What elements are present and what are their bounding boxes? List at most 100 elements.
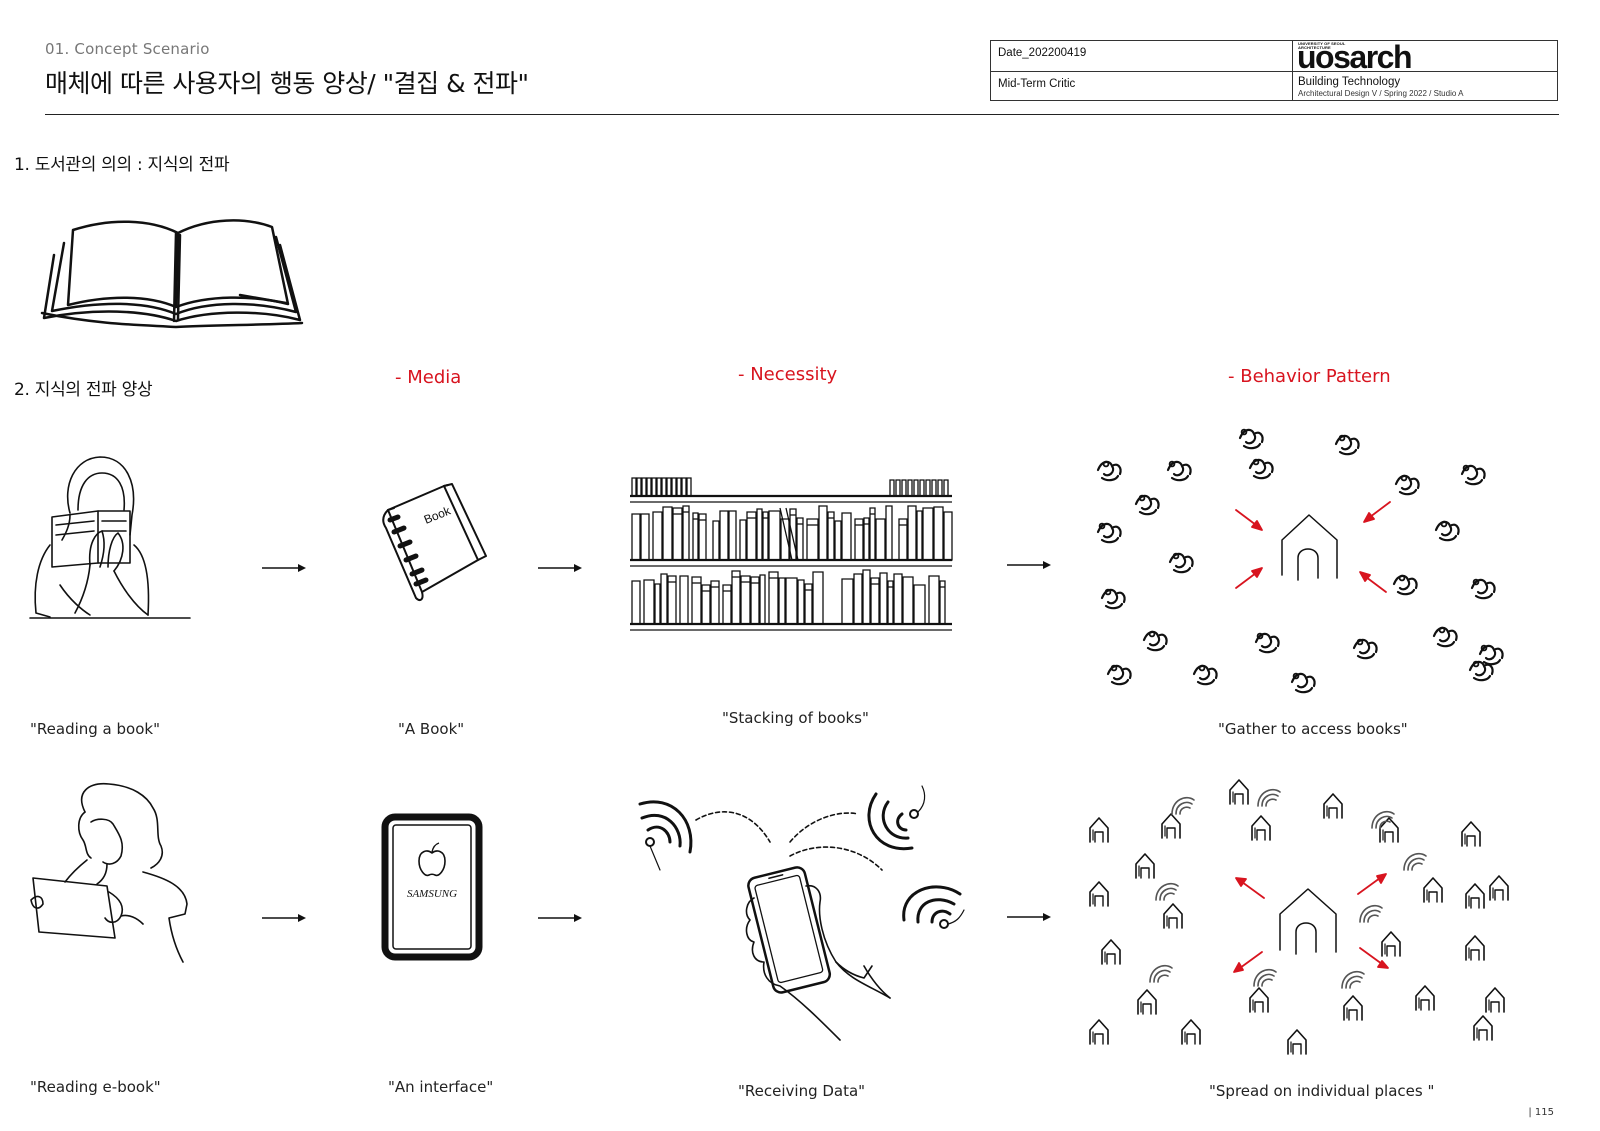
book-spine — [779, 578, 785, 624]
arrow-right-icon — [262, 914, 306, 922]
person-figure-icon — [1462, 466, 1485, 485]
small-house-icon — [1416, 986, 1434, 1010]
book-spine — [894, 574, 902, 624]
small-house-icon — [1090, 818, 1108, 842]
book-spine — [908, 506, 916, 560]
book-spine — [929, 576, 939, 624]
small-house-icon — [1230, 780, 1248, 804]
book-spine — [813, 572, 823, 624]
title-block: Date_202200419 Mid-Term Critic UNIVERSIT… — [990, 40, 1558, 101]
arrow-right-icon — [1007, 913, 1051, 921]
book-spine — [657, 478, 661, 496]
small-house-icon — [1138, 990, 1156, 1014]
small-house-icon — [1252, 816, 1270, 840]
book-spine — [663, 507, 672, 560]
wifi-signal-icon — [1404, 854, 1426, 870]
person-figure-icon — [1470, 662, 1493, 681]
book-spine — [854, 574, 862, 624]
small-house-icon — [1424, 878, 1442, 902]
section-1-heading: 1. 도서관의 의의 : 지식의 전파 — [14, 155, 230, 175]
person-figure-icon — [1394, 576, 1417, 595]
book-spine — [842, 513, 851, 560]
book-spine — [870, 508, 875, 560]
book-spine — [914, 585, 925, 624]
book-spine — [876, 519, 885, 560]
book-spine — [653, 512, 662, 560]
person-figure-icon — [1168, 462, 1191, 481]
apple-logo-icon — [419, 843, 445, 875]
book-spine — [920, 480, 924, 496]
person-figure-icon — [1336, 436, 1359, 455]
person-figure-icon — [1136, 496, 1159, 515]
book-spine — [682, 478, 686, 496]
book-spine — [667, 478, 671, 496]
open-book-icon — [40, 215, 310, 330]
person-figure-icon — [1292, 674, 1315, 693]
small-house-icon — [1462, 822, 1480, 846]
book-spine — [903, 577, 913, 624]
book-spine — [652, 478, 656, 496]
caption-receiving-data: "Receiving Data" — [738, 1082, 866, 1100]
book-spine — [677, 478, 681, 496]
house-icon — [1282, 515, 1337, 580]
small-house-icon — [1162, 814, 1180, 838]
wifi-signal-icon — [640, 802, 691, 870]
caption-a-book: "A Book" — [398, 720, 465, 738]
person-figure-icon — [1480, 646, 1503, 665]
caption-reading-book: "Reading a book" — [30, 720, 160, 738]
person-figure-icon — [1250, 460, 1273, 479]
book-spine — [641, 514, 649, 560]
title-block-vertical-divider — [1292, 41, 1293, 100]
book-spine — [807, 519, 818, 560]
book-spine — [661, 574, 667, 624]
small-house-icon — [1324, 794, 1342, 818]
media-column-label: - Media — [395, 367, 462, 388]
book-spine — [798, 580, 804, 624]
book-spine — [711, 581, 719, 624]
arrow-right-icon — [1007, 561, 1051, 569]
person-figure-icon — [1436, 522, 1459, 541]
page-number: | 115 — [1528, 1107, 1554, 1118]
book-spine — [699, 514, 706, 560]
book-spine — [757, 509, 762, 560]
wifi-signal-icon — [904, 887, 964, 928]
spread-arrows — [1234, 874, 1388, 972]
book-spine — [632, 581, 640, 624]
book-spine — [637, 478, 641, 496]
wifi-signal-icon — [1372, 812, 1394, 828]
book-spine — [864, 518, 869, 560]
person-figure-icon — [1144, 632, 1167, 651]
book-spine — [692, 577, 701, 624]
caption-reading-ebook: "Reading e-book" — [30, 1078, 161, 1096]
title-block-horizontal-divider — [991, 71, 1557, 72]
book-spine — [934, 507, 943, 560]
book-spine — [751, 577, 759, 624]
critic-label: Mid-Term Critic — [998, 78, 1076, 90]
small-house-icon — [1288, 1030, 1306, 1054]
person-figure-icon — [1256, 634, 1279, 653]
gather-arrows — [1236, 502, 1390, 592]
book-spine — [729, 511, 736, 560]
person-figure-icon — [1434, 628, 1457, 647]
book-spine — [668, 576, 676, 624]
caption-gather: "Gather to access books" — [1218, 720, 1408, 738]
course-detail: Architectural Design V / Spring 2022 / S… — [1298, 89, 1464, 98]
small-house-icon — [1486, 988, 1504, 1012]
book-spine — [740, 520, 746, 560]
tablet-icon: SAMSUNG — [383, 815, 483, 960]
book-spine — [647, 478, 651, 496]
book-spine — [747, 512, 756, 560]
book-spine — [899, 519, 907, 560]
small-house-icon — [1490, 876, 1508, 900]
book-spine — [644, 580, 654, 624]
book-spine — [944, 512, 952, 560]
reading-person-icon — [30, 455, 195, 630]
book-spine — [687, 478, 691, 496]
phone-in-hand-icon — [640, 790, 970, 1060]
caption-interface: "An interface" — [388, 1078, 494, 1096]
concept-subtitle: 01. Concept Scenario — [45, 40, 210, 58]
person-figure-icon — [1098, 462, 1121, 481]
book-spine — [842, 579, 853, 624]
book-spine — [908, 480, 912, 496]
